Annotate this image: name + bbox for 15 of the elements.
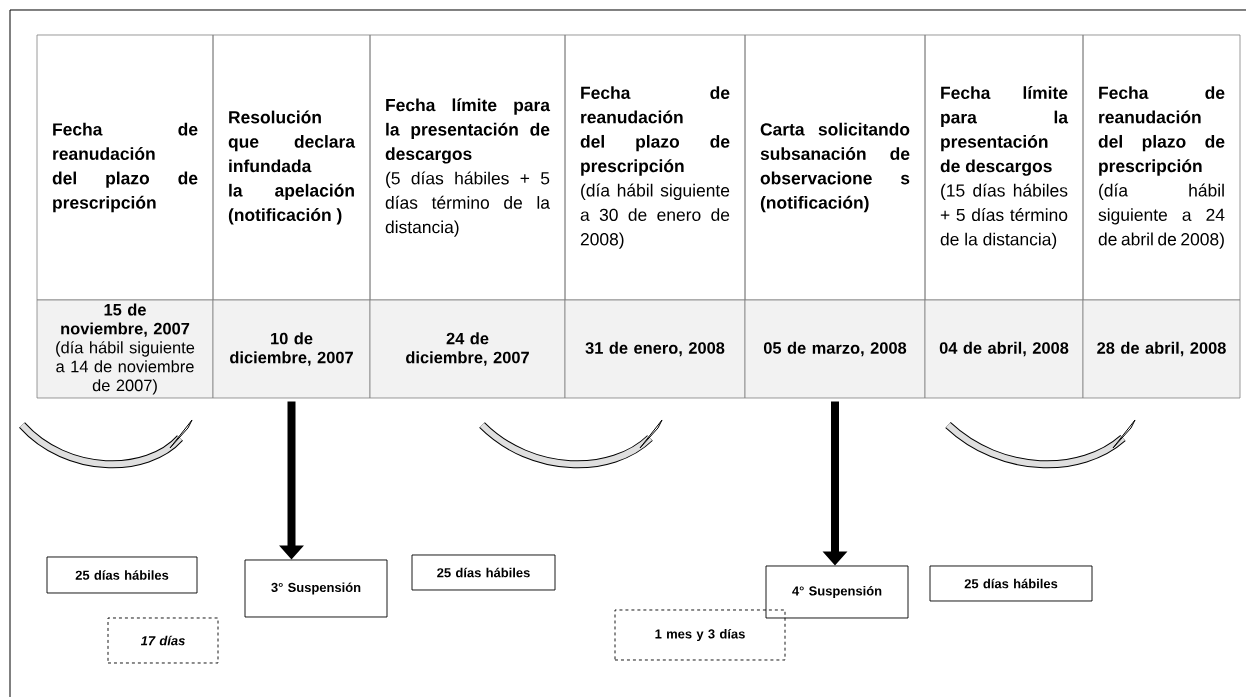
date-cell: 05 de marzo, 2008 [744,299,926,399]
label-box: 25 días hábiles [46,556,198,594]
label-box: 25 días hábiles [411,554,556,591]
header-cell: Fecha de reanudación del plazo de prescripción (día hábil siguiente a 24 de abril de 2008) [1082,34,1241,301]
label-box: 4° Suspensión [765,565,909,619]
date-cell: 10 de diciembre, 2007 [212,299,371,399]
label-box: 25 días hábiles [929,565,1093,602]
date-cell: 04 de abril, 2008 [924,299,1084,399]
date-cell: 15 de noviembre, 2007 (día hábil siguiente a 14 de noviembre de 2007) [36,299,214,399]
duration-box: 17 días [107,617,219,664]
date-cell: 24 de diciembre, 2007 [369,299,566,399]
date-cell: 28 de abril, 2008 [1082,299,1241,399]
label-box: 3° Suspensión [244,559,388,618]
duration-box: 1 mes y 3 días [614,609,786,661]
date-cell: 31 de enero, 2008 [564,299,746,399]
